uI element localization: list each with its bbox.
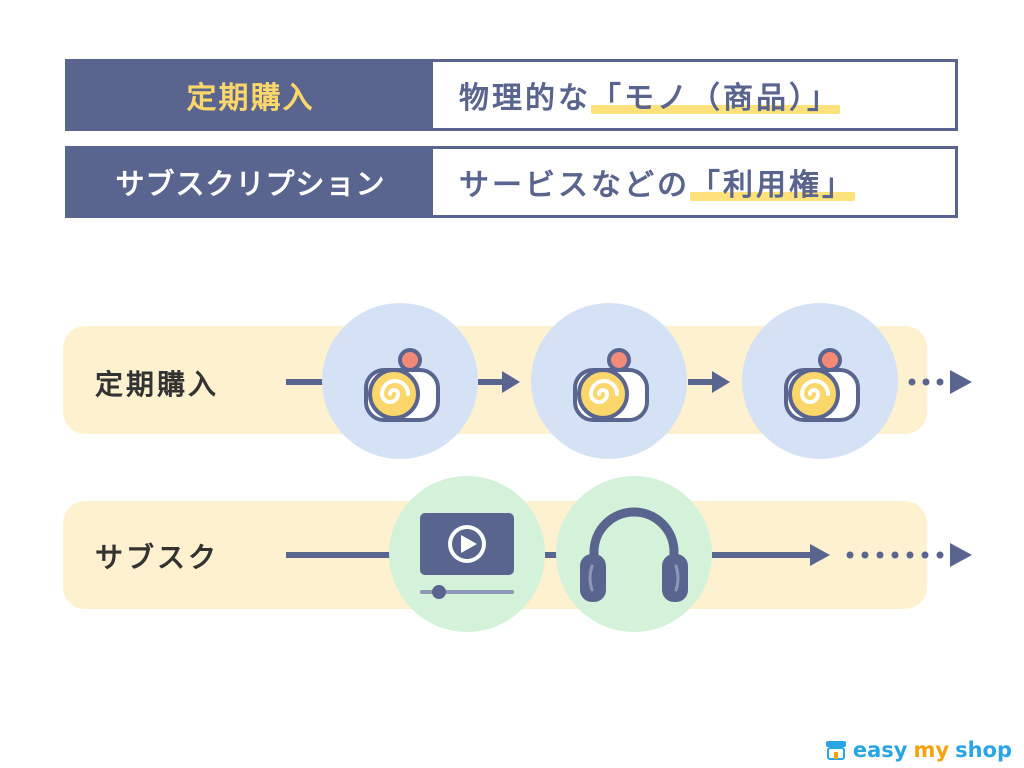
brand-word-my: my	[913, 738, 950, 762]
arrow-right-icon	[502, 371, 520, 393]
brand-word-easy: easy	[852, 738, 908, 762]
table-row-teiki: 定期購入 物理的な「モノ（商品）」	[65, 59, 958, 131]
row-body-prefix: 物理的な	[459, 81, 591, 116]
continuation-dots	[846, 551, 944, 559]
row-body-highlight: 「モノ（商品）」	[591, 73, 840, 117]
row-body-teiki: 物理的な「モノ（商品）」	[433, 62, 955, 128]
video-player-icon	[420, 513, 514, 599]
row-body-prefix: サービスなどの	[459, 168, 690, 203]
continuation-dots	[908, 378, 944, 386]
arrow-right-icon	[712, 371, 730, 393]
circle-bg	[556, 476, 712, 632]
row-head-subscription: サブスクリプション	[68, 149, 433, 215]
row-head-teiki: 定期購入	[68, 62, 433, 128]
arrow-right-icon	[950, 543, 972, 567]
brand-logo: easy my shop	[825, 738, 1012, 762]
row-body-highlight: 「利用権」	[690, 160, 855, 204]
row-body-subscription: サービスなどの「利用権」	[433, 149, 955, 215]
flow-label-subsc: サブスク	[95, 541, 220, 574]
brand-word-shop: shop	[955, 738, 1012, 762]
arrow-right-icon	[810, 544, 830, 566]
arrow-right-icon	[950, 370, 972, 394]
table-row-subscription: サブスクリプション サービスなどの「利用権」	[65, 146, 958, 218]
headphones-icon	[580, 507, 688, 602]
shop-icon	[825, 741, 846, 760]
flow-label-teiki: 定期購入	[95, 368, 220, 401]
